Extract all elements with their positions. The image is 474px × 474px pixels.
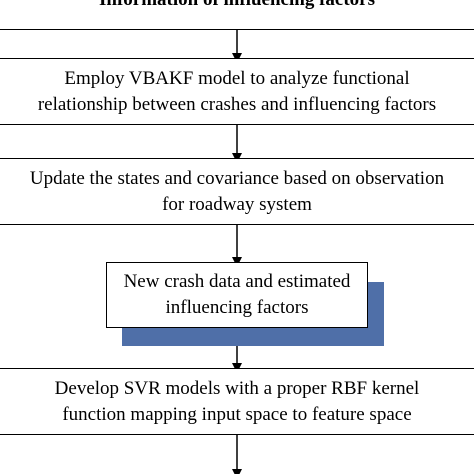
update-states-box: Update the states and covariance based o… (0, 158, 474, 225)
svr-models-line-1: Develop SVR models with a proper RBF ker… (54, 377, 420, 399)
influencing-factors-box: Information of influencing factors (0, 0, 474, 30)
vbakf-model-line-2: relationship between crashes and influen… (37, 93, 437, 115)
new-crash-data-line-1: New crash data and estimated (123, 271, 351, 292)
new-crash-data-line-2: influencing factors (165, 297, 309, 318)
new-crash-data-box: New crash data and estimated influencing… (106, 262, 368, 328)
update-states-line-1: Update the states and covariance based o… (29, 167, 445, 189)
svr-models-box: Develop SVR models with a proper RBF ker… (0, 368, 474, 435)
svr-models-line-2: function mapping input space to feature … (62, 403, 412, 425)
influencing-factors-line-1: Information of influencing factors (99, 0, 375, 13)
vbakf-model-line-1: Employ VBAKF model to analyze functional (64, 67, 410, 89)
update-states-line-2: for roadway system (162, 193, 312, 215)
vbakf-model-box: Employ VBAKF model to analyze functional… (0, 58, 474, 125)
